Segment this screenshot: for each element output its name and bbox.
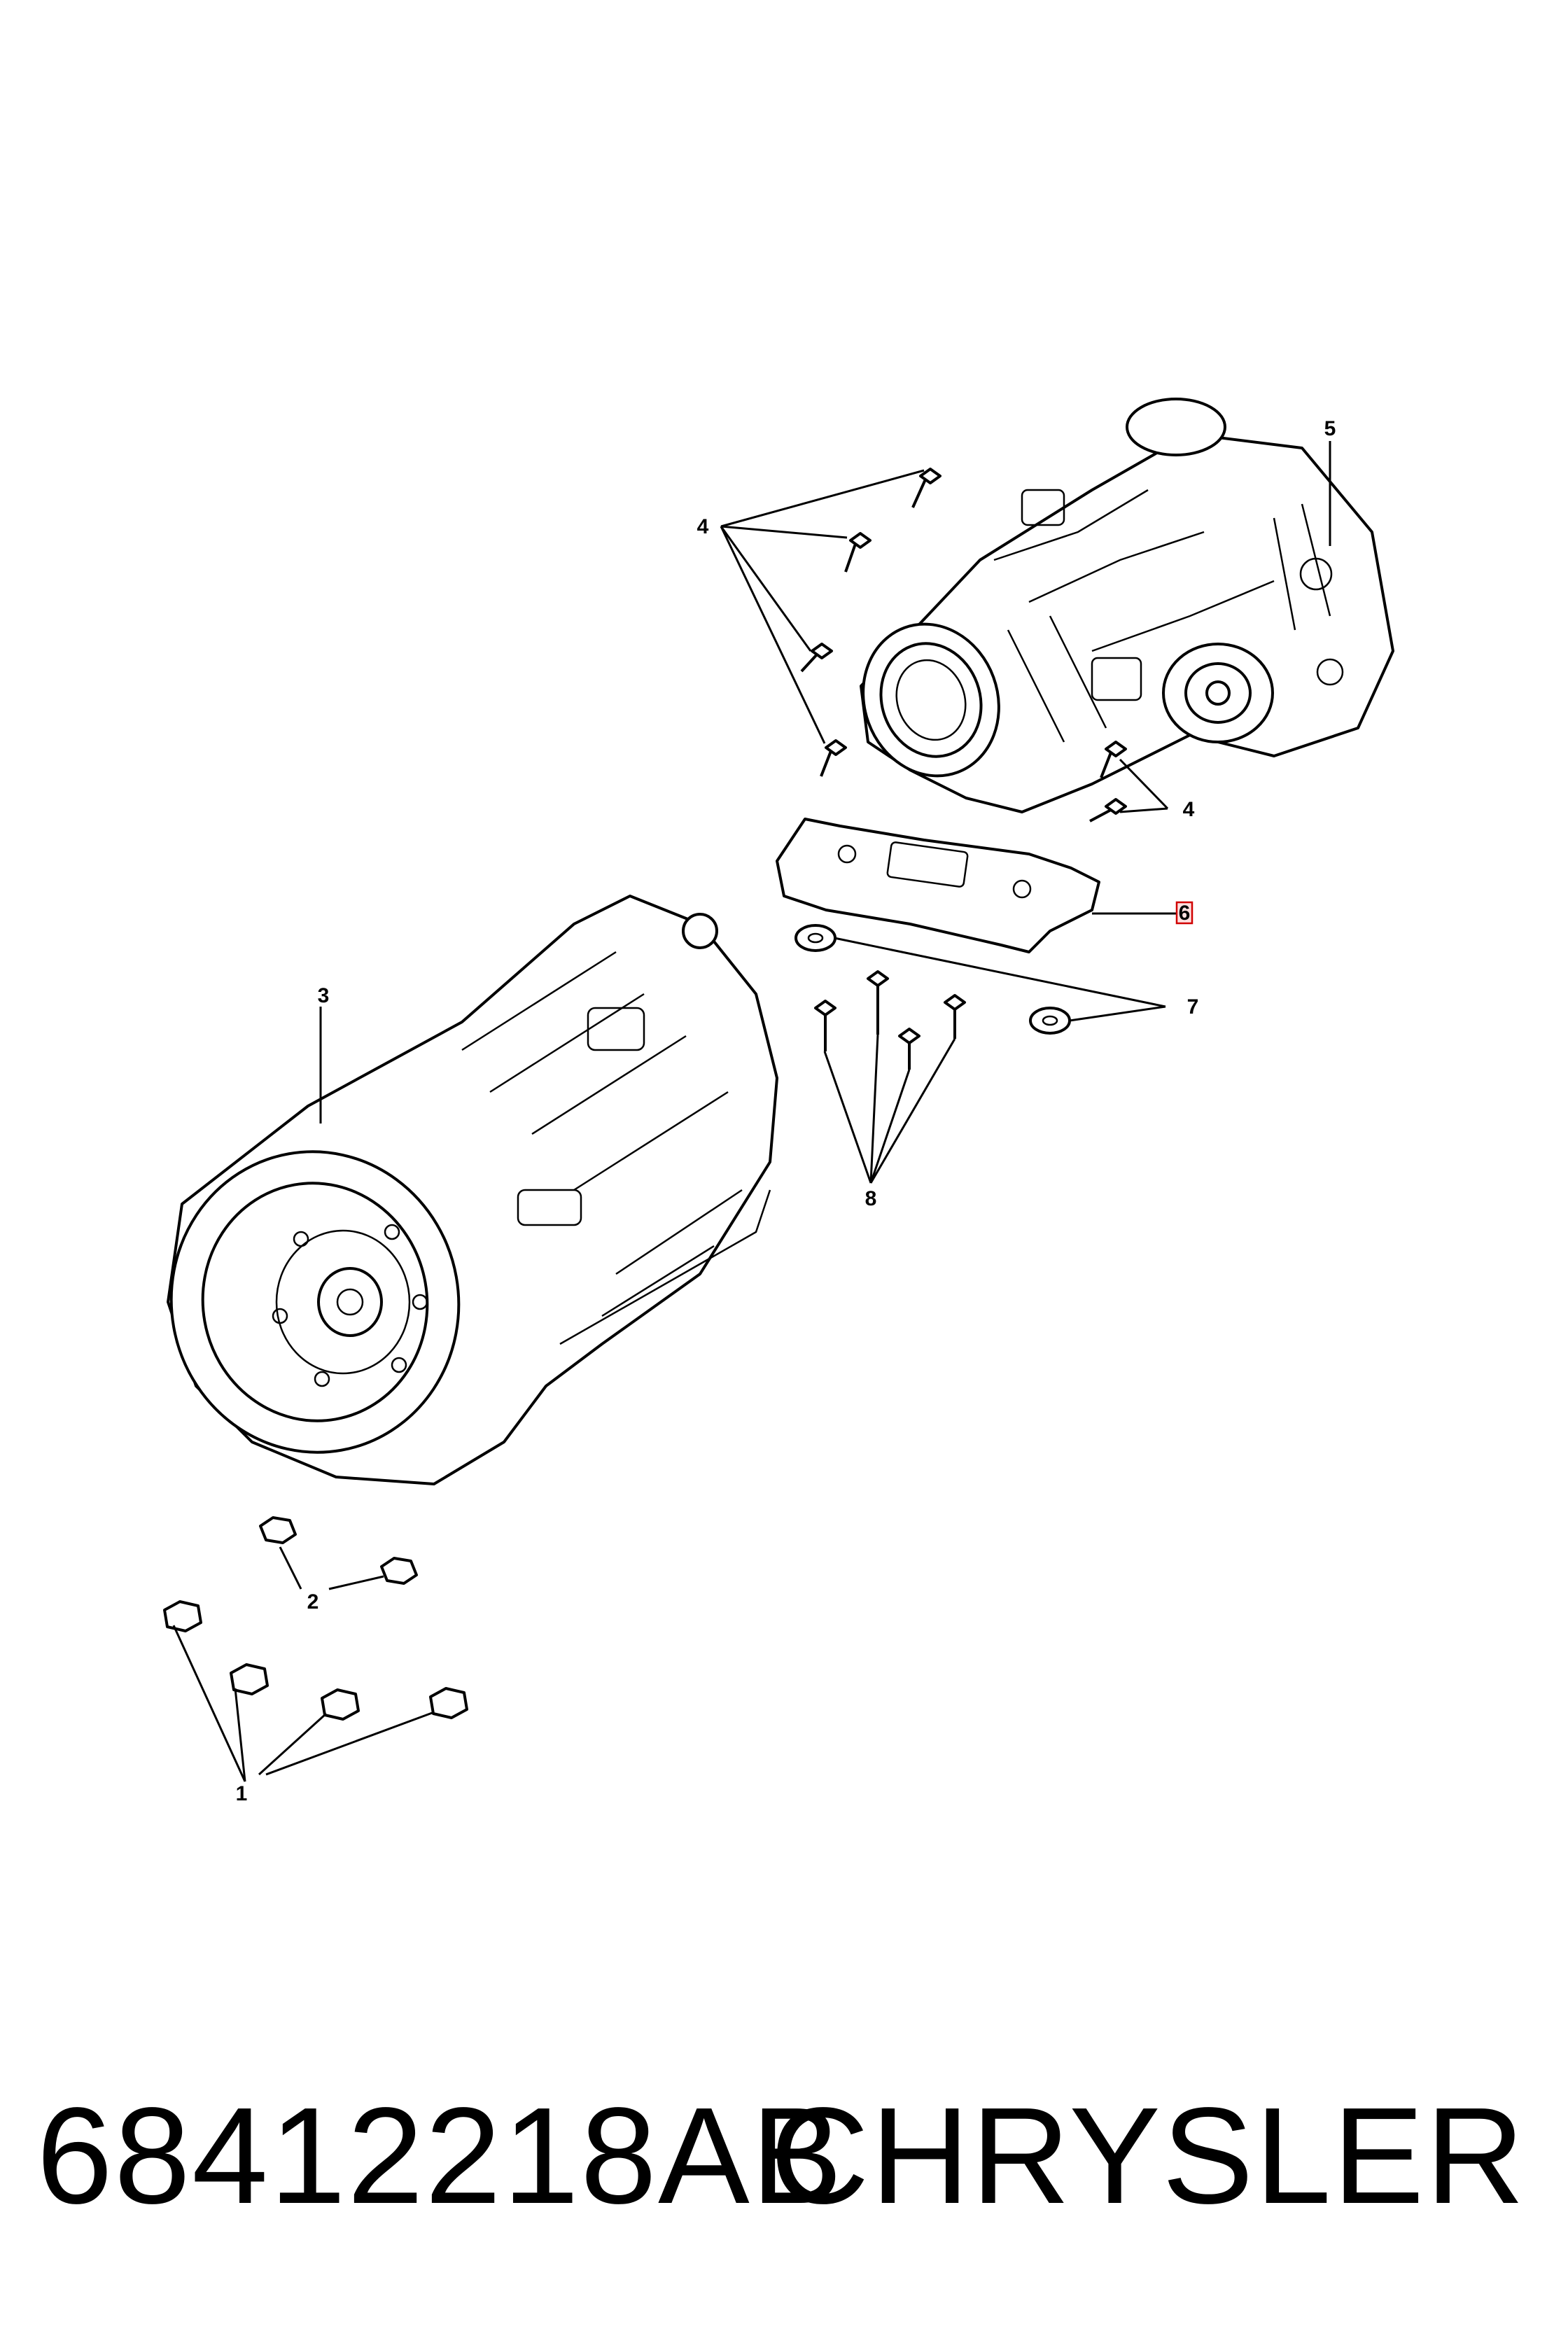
part-number: 68412218AB (36, 2079, 844, 2232)
nuts-part2 (259, 1516, 418, 1585)
brand-name: CHRYSLER (770, 2079, 1526, 2232)
leader-lines (172, 441, 1331, 1782)
callout-4-upper: 4 (697, 515, 709, 538)
bracket-drawing (776, 818, 1100, 953)
nuts-part1 (163, 1600, 468, 1721)
callout-7: 7 (1187, 995, 1199, 1018)
callout-8: 8 (865, 1187, 877, 1210)
callout-1: 1 (236, 1782, 248, 1805)
callout-5: 5 (1324, 417, 1336, 440)
callout-6-highlight (1175, 901, 1194, 925)
callout-6: 6 (1179, 902, 1191, 925)
footer: 68412218AB CHRYSLER (0, 2072, 1568, 2254)
callout-2: 2 (307, 1590, 319, 1614)
bolts-part4 (800, 468, 1127, 822)
parts-diagram: 1 2 3 4 4 5 6 7 8 (163, 398, 1394, 1805)
transfer-case-drawing (860, 398, 1394, 813)
transmission-drawing (167, 895, 778, 1485)
bolts-part8 (814, 970, 966, 1070)
callout-3: 3 (318, 984, 330, 1007)
callout-4-lower: 4 (1183, 798, 1195, 821)
